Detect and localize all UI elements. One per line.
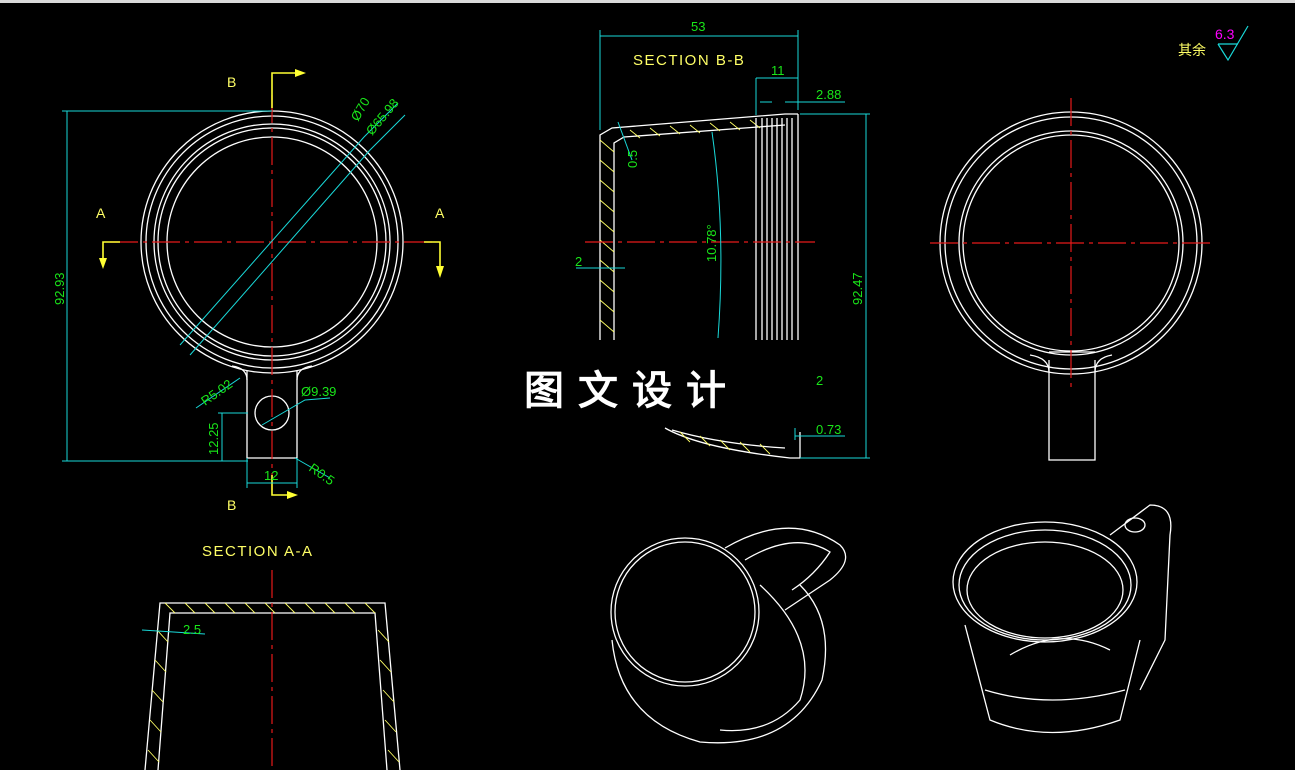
bb-dim-taper: 10.78°: [704, 224, 719, 262]
iso-left-side: [719, 584, 806, 732]
dim-dia-outer: Ø70: [348, 95, 373, 124]
top-handle-fillets: [1029, 351, 1113, 373]
bb-dim-wall: 0.5: [625, 150, 640, 168]
bb-outer-profile: [599, 113, 798, 340]
bb-bottom-inner: [671, 429, 786, 449]
dim-handle-length: 12.25: [206, 422, 221, 455]
section-bb-title: SECTION B-B: [633, 52, 745, 69]
bb-dim-bottom-lines: [794, 428, 845, 440]
dim-hole-leader: [261, 397, 331, 426]
section-mark-a-right: A: [435, 205, 445, 221]
iso-left-handle-inner: [744, 542, 831, 591]
dim-height-lines: [62, 110, 272, 462]
section-mark-a-left: A: [96, 205, 106, 221]
aa-wall-hatch: [147, 629, 400, 763]
roughness-label: 其余: [1178, 42, 1206, 58]
iso-right-band: [984, 689, 1126, 701]
dim-hole-diameter: Ø9.39: [301, 384, 336, 399]
bb-dim-width: 53: [691, 19, 705, 34]
iso-left-handle-outer: [724, 527, 847, 611]
iso-right-rim: [952, 521, 1138, 643]
section-aa-title: SECTION A-A: [202, 543, 314, 560]
bb-dim-rim: 11: [771, 63, 785, 78]
bb-dim-lip: 2.88: [816, 87, 841, 102]
iso-left-body: [611, 584, 827, 744]
bb-dim-height-lines: [800, 113, 870, 459]
roughness-value: 6.3: [1215, 26, 1235, 42]
section-arrow-a-left: [102, 241, 120, 258]
bb-top-hatch: [629, 119, 761, 139]
bb-dim-wall-leader: [617, 121, 633, 161]
iso-right-bottom: [1009, 637, 1111, 656]
bb-dim-width-lines: [599, 30, 799, 130]
iso-right-body: [964, 624, 1141, 734]
aa-top-hatch: [164, 602, 376, 614]
watermark-text: 图文设计: [524, 368, 740, 414]
bb-rim-ribs: [755, 114, 799, 340]
bb-dim-left-wall: 2: [575, 254, 582, 269]
section-arrow-b-bottom: [271, 475, 287, 496]
dim-fillet: R0.5: [306, 460, 337, 488]
dim-handle-width-lines: [246, 458, 298, 488]
dim-handle-length-lines: [218, 412, 248, 462]
dim-handle-radius: R5.02: [198, 376, 235, 408]
bb-dim-height: 92.47: [850, 272, 865, 305]
bb-wall-hatch: [599, 139, 615, 333]
aa-dim-wall: 2.5: [183, 622, 201, 637]
top-view: [930, 98, 1215, 461]
dim-handle-width: 12: [264, 468, 278, 483]
section-mark-b-top: B: [227, 74, 236, 90]
iso-left-top-circle-2: [614, 541, 756, 683]
dim-height: 92.93: [52, 272, 67, 305]
iso-right-rim-2: [958, 529, 1132, 641]
section-arrowhead-a-left: [99, 258, 107, 269]
bb-dim-right-small: 2: [816, 373, 823, 388]
front-handle-fillets: [231, 365, 313, 381]
window-top-border: [0, 0, 1295, 3]
section-mark-b-bottom: B: [227, 497, 236, 513]
section-aa-view: [141, 570, 401, 770]
roughness-symbol-icon: [1217, 25, 1249, 62]
dim-dia-outer-line: [179, 102, 399, 346]
dim-dia-inner-line: [189, 114, 406, 356]
iso-right-handle-hole: [1124, 517, 1146, 533]
iso-right-handle: [1109, 504, 1172, 691]
bb-inner-profile: [613, 124, 786, 340]
iso-left-top-circle: [610, 537, 760, 687]
bb-dim-rim-lines: [755, 77, 798, 115]
section-arrowhead-b-bottom: [287, 491, 298, 499]
dim-radius-leader: [195, 377, 241, 409]
section-arrowhead-a-right: [436, 266, 444, 278]
section-arrowhead-b-top: [295, 69, 306, 77]
front-view: [62, 69, 444, 499]
bb-dim-bottom: 0.73: [816, 422, 841, 437]
bb-bottom-profile: [664, 427, 801, 459]
section-bb-view: [576, 30, 870, 459]
iso-right-rim-inner: [966, 541, 1124, 639]
iso-view-left: [610, 527, 847, 744]
aa-dim-wall-line: [141, 629, 206, 635]
section-arrow-b-top: [271, 72, 295, 108]
bb-dim-taper-arc: [711, 131, 722, 339]
bb-bottom-hatch: [679, 431, 771, 455]
top-handle: [1048, 360, 1096, 461]
section-arrow-a-right: [424, 241, 441, 266]
iso-view-right: [952, 504, 1172, 734]
dim-fillet-leader: [294, 457, 331, 479]
